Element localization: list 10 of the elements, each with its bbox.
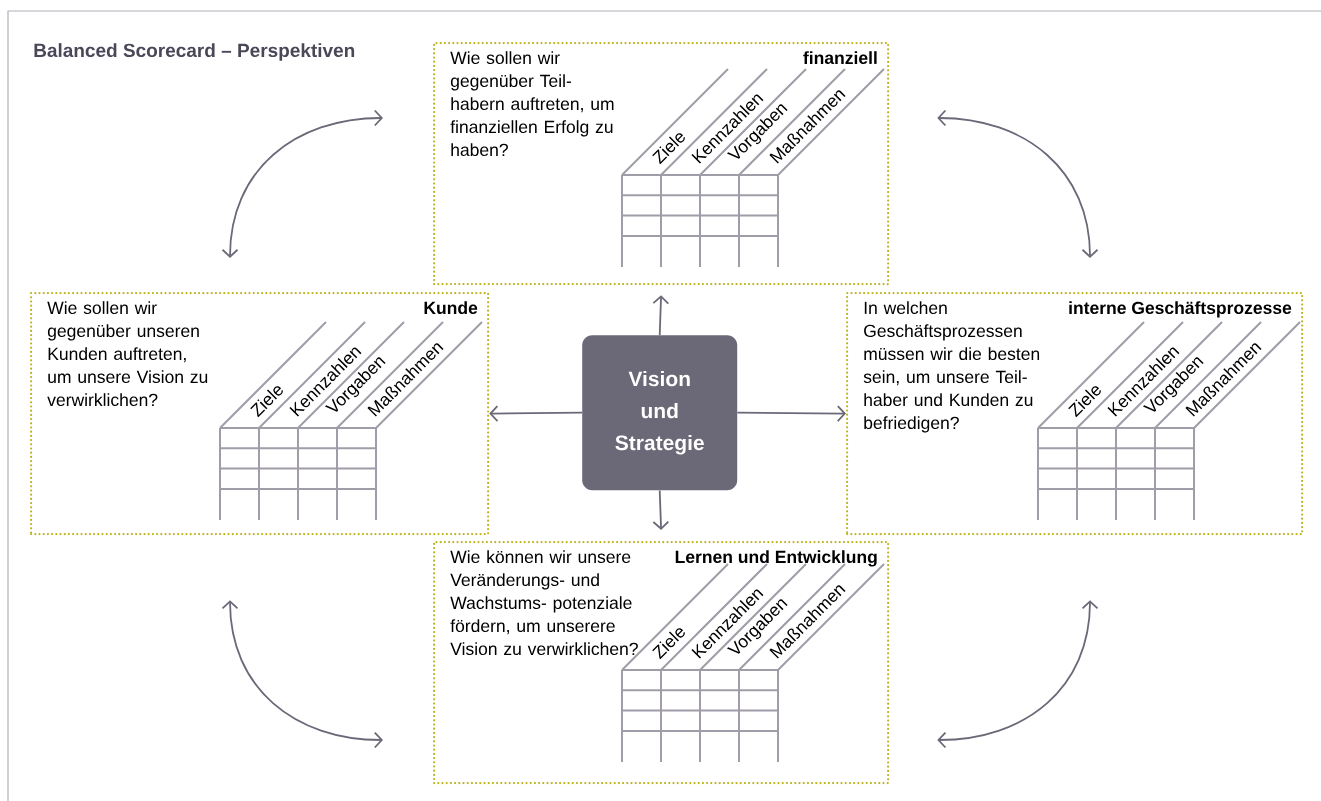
title: Balanced Scorecard – Perspektiven [34,43,355,61]
arrow [652,295,670,336]
curved-arrow [221,109,383,258]
vision-box: Vision und Strategie [582,335,738,491]
curved-arrow [221,600,383,749]
arrow [652,489,670,530]
curved-arrow [937,109,1099,258]
arrow [736,405,846,422]
curved-arrow [937,600,1099,749]
arrow [489,405,583,422]
